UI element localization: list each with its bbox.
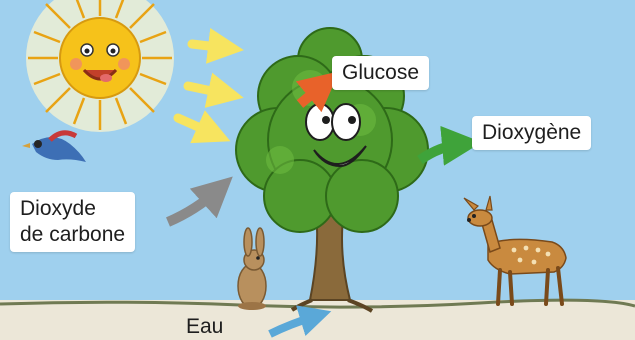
co2-label: Dioxyde de carbone <box>10 192 135 252</box>
co2-label-line2: de carbone <box>20 222 125 248</box>
co2-label-line1: Dioxyde <box>20 196 125 222</box>
dioxygene-label: Dioxygène <box>472 116 591 150</box>
glucose-label: Glucose <box>332 56 429 90</box>
eau-label: Eau <box>180 314 229 340</box>
